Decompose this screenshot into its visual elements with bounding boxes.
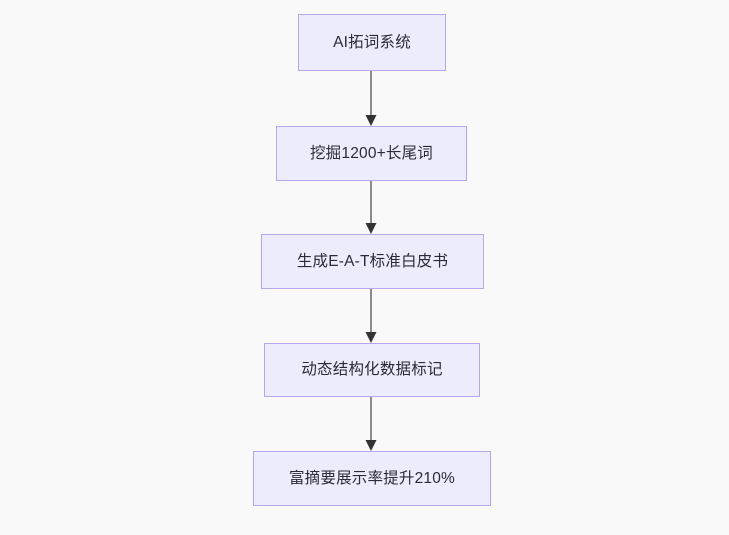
flowchart-node-label: AI拓词系统 (333, 33, 411, 51)
flowchart-node-n4[interactable]: 动态结构化数据标记 (264, 343, 480, 397)
flowchart-node-n2[interactable]: 挖掘1200+长尾词 (276, 126, 467, 181)
flowchart-node-label: 挖掘1200+长尾词 (309, 144, 434, 162)
arrowhead-icon (365, 440, 377, 451)
flowchart-node-label: 富摘要展示率提升210% (288, 469, 456, 487)
arrowhead-icon (365, 223, 377, 234)
arrowhead-icon (365, 332, 377, 343)
flowchart-node-n1[interactable]: AI拓词系统 (298, 14, 446, 71)
flowchart-node-n3[interactable]: 生成E-A-T标准白皮书 (261, 234, 484, 289)
arrowhead-icon (365, 115, 377, 126)
flowchart-node-n5[interactable]: 富摘要展示率提升210% (253, 451, 491, 506)
flowchart-node-label: 生成E-A-T标准白皮书 (296, 252, 449, 270)
flowchart-node-label: 动态结构化数据标记 (301, 361, 443, 379)
